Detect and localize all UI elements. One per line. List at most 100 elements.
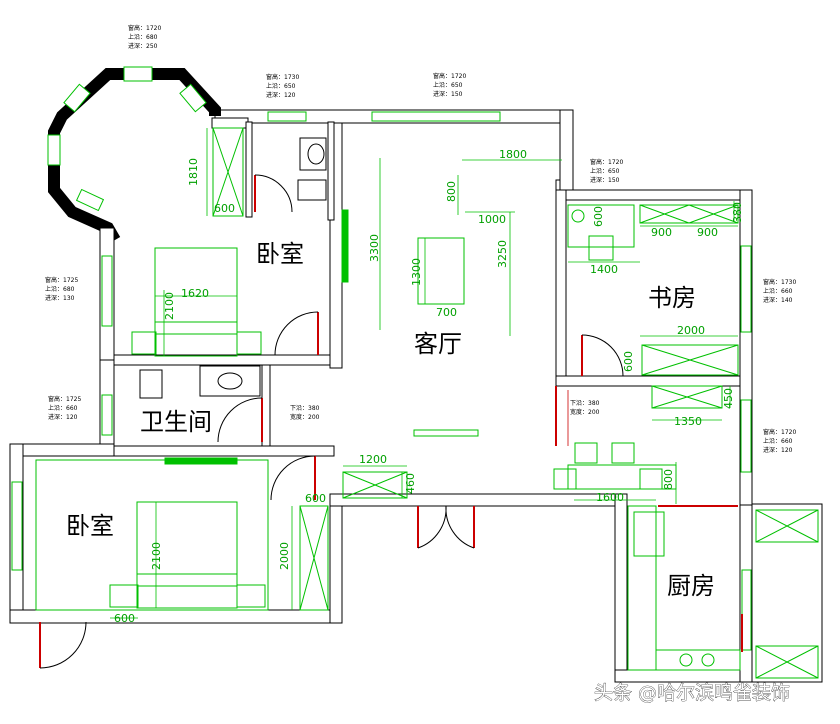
window-note-wc: 窗高：1730 上沿：650 进深：120: [266, 73, 299, 99]
watermark: 头条 @哈尔滨鸣雀装饰: [594, 682, 790, 704]
dining-chair-4: [553, 468, 577, 490]
note-line: 窗高：1720: [128, 24, 161, 32]
window-east-study: [740, 245, 752, 333]
dim-900-b: 900: [697, 226, 718, 239]
window-note-bay-top: 窗高：1720 上沿：680 进深：250: [128, 24, 161, 50]
balcony-cabinet-bottom: [755, 645, 819, 679]
note-line: 进深：150: [590, 176, 620, 184]
dimension-lines: [110, 128, 738, 619]
dim-1350: 1350: [674, 415, 702, 428]
wall-study-west: [555, 189, 567, 386]
window-north-bath: [267, 111, 307, 122]
dim-1300: 1300: [410, 258, 423, 286]
study-cabinet-bottom: [641, 344, 739, 376]
dim-600-study: 600: [592, 206, 605, 227]
toilet-upper: [297, 179, 327, 201]
nightstand-top-right: [236, 331, 262, 355]
dim-1810: 1810: [187, 158, 200, 186]
desk-bottom: [35, 459, 269, 611]
dim-1400: 1400: [590, 263, 618, 276]
dining-chair-2: [611, 442, 635, 464]
beam-note-bath: 下沿：380 宽度：200: [290, 404, 320, 421]
window-note-study-top: 窗高：1720 上沿：650 进深：150: [590, 158, 623, 184]
balcony: [751, 503, 823, 683]
room-label-study: 书房: [648, 284, 696, 312]
bath-toilet: [139, 369, 163, 399]
dim-450: 450: [722, 388, 735, 409]
bed-bottom-pillow: [136, 573, 238, 587]
kitchen-counter-south: [655, 649, 741, 671]
room-label-living-room: 客厅: [414, 330, 462, 358]
wall-bay: [48, 68, 221, 244]
wall-kitchen-south: [614, 669, 744, 683]
dim-800-living: 800: [445, 181, 458, 202]
window-west-lower: [11, 481, 23, 571]
dim-3250: 3250: [496, 240, 509, 268]
dim-600-nightstand: 600: [114, 612, 135, 625]
window-north-living: [371, 111, 501, 122]
wardrobe-bottom-bedroom: [299, 505, 329, 611]
wall-east-top: [559, 109, 574, 193]
room-label-bedroom-bottom: 卧室: [66, 512, 114, 540]
nightstand-top-left: [131, 331, 157, 355]
wall-bath-east: [261, 364, 271, 447]
window-kitchen-east: [741, 569, 752, 651]
dim-600-wardrobe: 600: [214, 202, 235, 215]
note-line: 上沿：650: [590, 167, 620, 175]
window-notes: 窗高：1720 上沿：680 进深：250 窗高：1730 上沿：650 进深：…: [45, 24, 796, 454]
dim-600-study-door: 600: [622, 351, 635, 372]
note-line: 进深：120: [48, 413, 78, 421]
note-line: 下沿：380: [570, 399, 600, 407]
note-line: 宽度：200: [290, 413, 320, 421]
dining-cabinet: [651, 385, 723, 409]
window-bay-top: [123, 66, 153, 82]
note-line: 窗高：1720: [763, 428, 796, 436]
note-line: 窗高：1720: [433, 72, 466, 80]
dim-800-dining: 800: [662, 469, 675, 490]
window-west-bath: [101, 394, 113, 436]
note-line: 进深：120: [763, 446, 793, 454]
tv-cabinet: [341, 209, 349, 283]
study-shelf-top: [639, 204, 739, 224]
window-note-east-dining: 窗高：1720 上沿：660 进深：120: [763, 428, 796, 454]
bath-rail: [164, 457, 238, 465]
wall-west-step: [9, 443, 115, 457]
wall-study-north: [559, 189, 753, 201]
wall-bath-south: [113, 445, 335, 457]
beam-note-dining: 下沿：380 宽度：200: [570, 399, 600, 416]
balcony-outline: [751, 503, 823, 683]
furniture: [35, 127, 741, 671]
window-bay-ne: [179, 83, 207, 113]
note-line: 上沿：680: [45, 285, 75, 293]
wall-wc-divide: [245, 121, 253, 218]
dining-chair-3: [639, 468, 663, 490]
nightstand-bottom-right: [236, 584, 266, 608]
dim-1800: 1800: [499, 148, 527, 161]
dim-3300: 3300: [368, 234, 381, 262]
wall-south-left: [9, 609, 343, 624]
dining-chair-1: [574, 442, 598, 464]
dining-bench: [413, 429, 479, 437]
window-bay-west: [47, 134, 61, 166]
window-note-west-bedroom: 窗高：1725 上沿：680 进深：130: [45, 276, 78, 302]
dim-2000-bottom: 2000: [278, 542, 291, 570]
note-line: 进深：140: [763, 296, 793, 304]
note-line: 进深：150: [433, 90, 463, 98]
walls: [9, 68, 753, 683]
dim-700: 700: [436, 306, 457, 319]
bed-top: [154, 247, 238, 357]
sink-upper: [299, 137, 327, 171]
wall-wc-east: [327, 121, 335, 221]
room-label-bathroom: 卫生间: [140, 408, 212, 436]
window-note-east-study: 窗高：1730 上沿：660 进深：140: [763, 278, 796, 304]
dimension-text: 1810 600 1620 2100 3300 1800 800 1000 32…: [114, 148, 744, 625]
bed-bottom: [136, 501, 238, 609]
note-line: 窗高：1725: [48, 395, 81, 403]
wall-cabinet-top: [211, 117, 249, 129]
window-bay-sw: [75, 188, 105, 212]
dim-380: 380: [731, 202, 744, 223]
note-line: 进深：130: [45, 294, 75, 302]
window-west-bedroom: [101, 255, 113, 327]
dim-1600: 1600: [596, 491, 624, 504]
